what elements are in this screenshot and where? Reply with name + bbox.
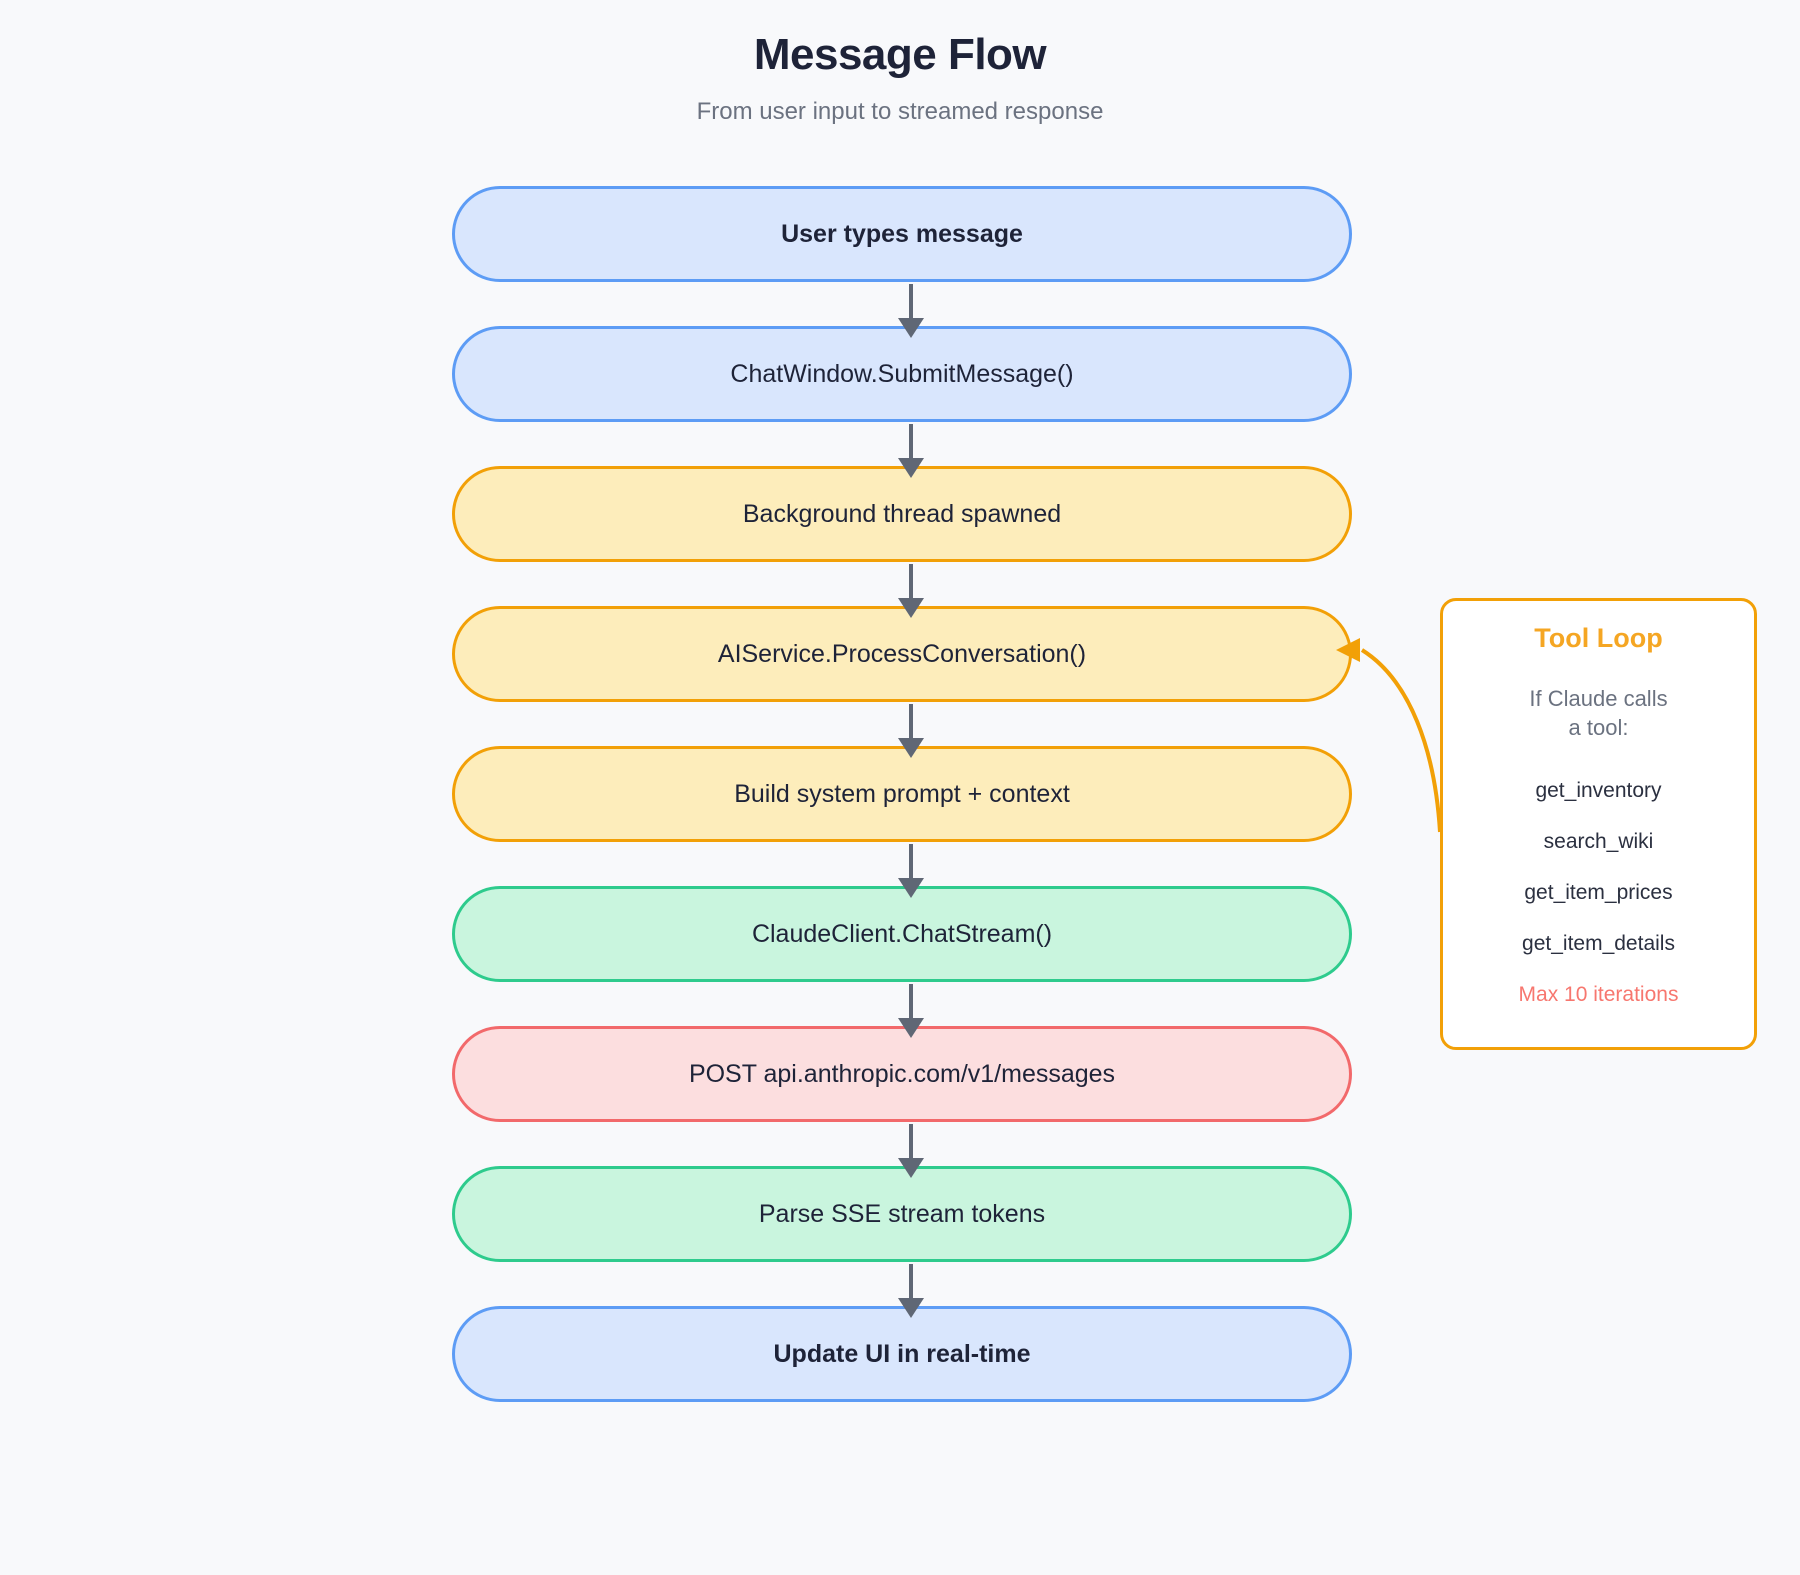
flow-node-chatwindow-submit[interactable]: ChatWindow.SubmitMessage() [452,326,1352,422]
flow-node-background-thread[interactable]: Background thread spawned [452,466,1352,562]
flow-node-parse-sse-tokens[interactable]: Parse SSE stream tokens [452,1166,1352,1262]
arrow-shaft [909,564,913,602]
flow-node-update-ui-realtime[interactable]: Update UI in real-time [452,1306,1352,1402]
page-title: Message Flow [753,30,1047,79]
arrow-shaft [909,284,913,322]
tool-list-item: get_item_details [1522,931,1675,955]
tool-loop-description: If Claude calls a tool: [1459,684,1738,743]
flow-arrow-7 [898,1124,924,1178]
arrow-shaft [909,844,913,882]
arrow-head-icon [898,1298,924,1318]
arrow-shaft [909,1124,913,1162]
arrow-head-icon [898,318,924,338]
arrow-head-icon [898,458,924,478]
arrow-head-icon [898,878,924,898]
arrow-head-icon [898,738,924,758]
flow-node-build-system-prompt[interactable]: Build system prompt + context [452,746,1352,842]
flow-arrow-8 [898,1264,924,1318]
arrow-head-icon [898,1158,924,1178]
arrow-shaft [909,984,913,1022]
tool-loop-description-line-1: If Claude calls [1529,686,1668,711]
flow-node-user-types-message[interactable]: User types message [452,186,1352,282]
page-subtitle: From user input to streamed response [696,98,1104,125]
tool-list-item: get_item_prices [1524,880,1673,904]
tool-loop-panel[interactable]: Tool Loop If Claude calls a tool: get_in… [1440,598,1757,1050]
arrow-shaft [909,1264,913,1302]
flow-arrow-1 [898,284,924,338]
max-iterations-note: Max 10 iterations [1518,982,1679,1006]
tool-loop-arrow-icon [1336,638,1442,833]
flow-arrow-4 [898,704,924,758]
flow-arrow-6 [898,984,924,1038]
flow-arrow-2 [898,424,924,478]
flow-node-claudeclient-chatstream[interactable]: ClaudeClient.ChatStream() [452,886,1352,982]
flow-node-post-anthropic-api[interactable]: POST api.anthropic.com/v1/messages [452,1026,1352,1122]
arrow-head-icon [898,1018,924,1038]
tool-loop-title: Tool Loop [1534,623,1663,653]
arrow-shaft [909,424,913,462]
arrow-shaft [909,704,913,742]
arrow-head-icon [898,598,924,618]
flow-arrow-5 [898,844,924,898]
flow-arrow-3 [898,564,924,618]
tool-loop-description-line-2: a tool: [1568,715,1629,741]
tool-list-item: search_wiki [1543,829,1654,853]
tool-list-item: get_inventory [1535,778,1662,802]
flow-node-aiservice-process[interactable]: AIService.ProcessConversation() [452,606,1352,702]
